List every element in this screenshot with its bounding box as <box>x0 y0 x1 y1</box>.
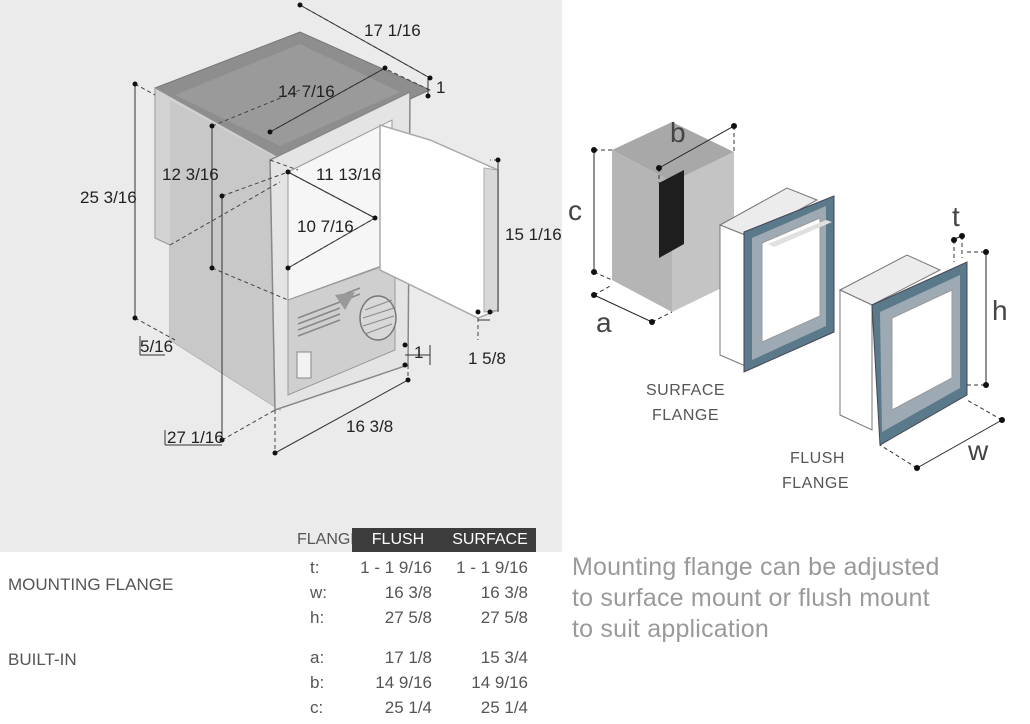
table-header-flange: FLANGE <box>297 531 362 548</box>
surface-flange-assembly <box>718 187 835 373</box>
letter-b: b <box>670 117 686 148</box>
table-cell-surface: 27 5/8 <box>480 608 528 627</box>
note-line-3: to suit application <box>572 615 769 643</box>
flush-flange-label-line1: FLUSH <box>790 450 845 467</box>
refrigerator-dimension-drawing: 17 1/16 14 7/16 1 25 3/16 12 3/16 11 13/… <box>80 2 562 456</box>
dimension-lines <box>134 4 499 454</box>
table-cell-flush: 27 5/8 <box>384 608 432 627</box>
letter-t: t <box>952 201 960 232</box>
fridge-side-shadow <box>170 100 280 410</box>
vent-slats <box>297 287 361 337</box>
flush-flange-assembly <box>838 254 968 446</box>
surface-flange-label-line2: FLANGE <box>652 407 719 424</box>
table-row-sym: b: <box>310 673 325 692</box>
table-cell-surface: 25 1/4 <box>480 698 528 717</box>
table-row-sym: a: <box>310 648 325 667</box>
dim-label-12-3-16: 12 3/16 <box>162 165 219 184</box>
table-cell-surface: 16 3/8 <box>480 583 528 602</box>
table-cell-surface: 15 3/4 <box>480 648 528 667</box>
letter-c: c <box>568 195 582 226</box>
letter-a: a <box>596 307 612 338</box>
table-cell-flush: 1 - 1 9/16 <box>360 558 432 577</box>
flange-dimension-dots <box>591 123 1005 471</box>
fridge-door-edge <box>483 167 499 313</box>
table-cell-flush: 16 3/8 <box>384 583 432 602</box>
brand-logo-icon <box>335 292 355 310</box>
flush-flange-label-line2: FLANGE <box>782 475 849 492</box>
table-cell-flush: 14 9/16 <box>375 673 432 692</box>
table-cell-surface: 1 - 1 9/16 <box>456 558 528 577</box>
table-cell-surface: 14 9/16 <box>471 673 528 692</box>
dim-label-16-3-8: 16 3/8 <box>346 417 393 436</box>
dim-label-27-1-16: 27 1/16 <box>167 428 224 447</box>
table-cell-flush: 25 1/4 <box>384 698 432 717</box>
table-row-sym: t: <box>310 558 320 577</box>
group-label-built-in: BUILT-IN <box>8 650 77 669</box>
note-line-1: Mounting flange can be adjusted <box>572 553 940 581</box>
dim-label-25-3-16: 25 3/16 <box>80 188 137 207</box>
dim-label-1-5-8: 1 5/8 <box>468 349 506 368</box>
dim-label-14-7-16: 14 7/16 <box>278 82 335 101</box>
letter-w: w <box>967 435 989 466</box>
fridge-vent-panel <box>287 261 396 396</box>
table-row-sym: h: <box>310 608 325 627</box>
note-line-2: to surface mount or flush mount <box>572 584 930 612</box>
built-in-cutout-box <box>612 122 734 312</box>
dim-label-1-top: 1 <box>436 78 445 97</box>
fridge-top-face <box>175 44 400 146</box>
table-cell-flush: 17 1/8 <box>384 648 432 667</box>
dim-label-1-bottom: 1 <box>414 343 423 362</box>
dim-label-11-13-16: 11 13/16 <box>316 165 381 184</box>
dim-label-17-1-16: 17 1/16 <box>364 21 421 40</box>
table-header-surface: SURFACE <box>444 528 536 552</box>
table-row-sym: w: <box>310 583 327 602</box>
mounting-note: Mounting flange can be adjusted to surfa… <box>572 552 1012 645</box>
flange-diagram: b c a t h w SURFACE FLANGE FLUSH FLANGE <box>568 117 1008 492</box>
dim-label-15-1-16: 15 1/16 <box>505 225 562 244</box>
table-header-flush: FLUSH <box>352 528 444 552</box>
flange-dimension-lines <box>593 125 1003 469</box>
control-panel <box>296 351 312 379</box>
surface-flange-label-line1: SURFACE <box>646 382 725 399</box>
fan-grille-icon <box>359 295 397 341</box>
dim-label-10-7-16: 10 7/16 <box>297 217 354 236</box>
dim-label-5-16: 5/16 <box>140 337 173 356</box>
dimension-end-dots <box>132 2 501 456</box>
letter-h: h <box>992 295 1008 326</box>
table-row-sym: c: <box>310 698 324 717</box>
group-label-mounting-flange: MOUNTING FLANGE <box>8 575 174 594</box>
